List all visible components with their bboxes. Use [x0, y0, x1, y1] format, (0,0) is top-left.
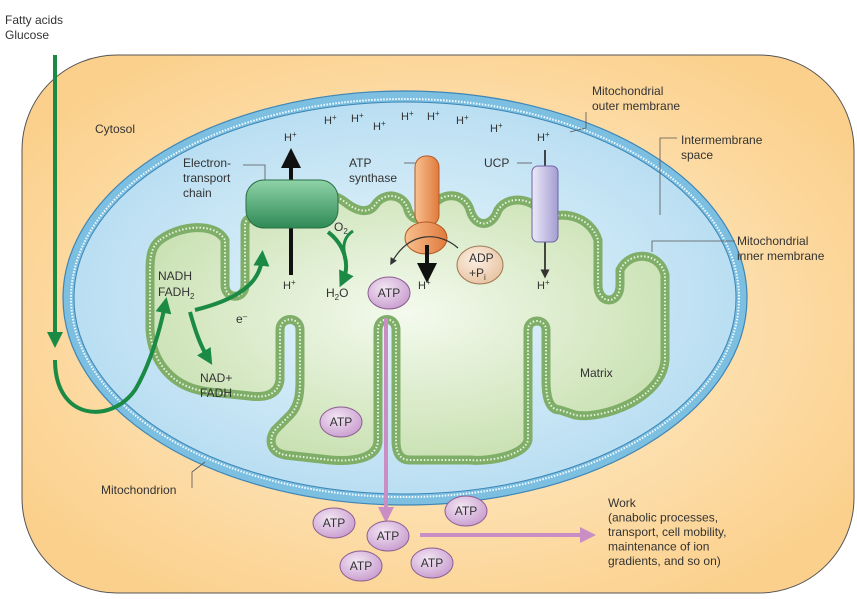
matrix-label: Matrix	[580, 366, 613, 380]
oxygen-hook	[342, 229, 354, 256]
uncoupling-protein	[531, 165, 559, 243]
work-label: Work (anabolic processes, transport, cel…	[608, 496, 730, 568]
atp-label: ATP	[350, 559, 372, 573]
mitochondrion-label: Mitochondrion	[101, 483, 176, 497]
atp-molecule-matrix: ATP	[319, 406, 363, 438]
inputs-label: Fatty acids Glucose	[5, 13, 66, 42]
adp-label: ADP	[469, 251, 494, 265]
atp-synthase-label: ATP synthase	[349, 156, 397, 185]
cytosol-label: Cytosol	[95, 122, 135, 136]
proton-label: H+	[537, 278, 550, 292]
inner-membrane-label: Mitochondrial inner membrane	[737, 234, 825, 263]
atp-synthase-stalk	[414, 155, 440, 227]
adp-to-atp-arrow	[390, 236, 459, 266]
mitochondrion-leader	[191, 461, 206, 488]
proton-label: H+	[456, 113, 469, 127]
electron-label: e–	[236, 312, 248, 326]
atp-molecule-cytosol-3: ATP	[444, 495, 488, 527]
atp-label: ATP	[421, 556, 443, 570]
etc-label: Electron- transport chain	[183, 156, 234, 200]
fuel-to-nadh-arrow	[53, 297, 172, 414]
proton-label: H+	[373, 119, 386, 133]
proton-label: H+	[284, 130, 297, 144]
pi-label: +Pi	[469, 266, 486, 282]
atp-molecule-cytosol-5: ATP	[410, 547, 454, 579]
proton-label: H+	[490, 121, 503, 135]
atp-molecule-cytosol-1: ATP	[312, 507, 356, 539]
intermembrane-leader	[659, 137, 677, 215]
proton-label: H+	[401, 109, 414, 123]
proton-label: H+	[537, 130, 550, 144]
inner-membrane-leader	[651, 240, 735, 252]
water-label: H2O	[326, 286, 348, 302]
nad-label: NAD+	[200, 371, 232, 385]
oxygen-to-water-arrow	[326, 230, 354, 288]
nadh-label: NADH	[158, 269, 192, 283]
oxygen-label: O2	[334, 220, 348, 236]
etc-leader	[243, 164, 266, 180]
proton-label: H+	[283, 278, 296, 292]
proton-label: H+	[324, 113, 337, 127]
electron-transport-chain	[245, 179, 339, 229]
outer-membrane-leader	[569, 112, 587, 133]
atp-label: ATP	[330, 415, 352, 429]
ucp-label: UCP	[484, 156, 509, 170]
proton-label: H+	[351, 111, 364, 125]
outer-membrane-inner-edge	[70, 98, 740, 498]
atp-molecule-cytosol-4: ATP	[339, 550, 383, 582]
atp-label: ATP	[455, 504, 477, 518]
proton-label: H+	[418, 278, 431, 292]
proton-labels-matrix: H+ H+ H+	[283, 278, 550, 292]
atp-label: ATP	[377, 529, 399, 543]
nadh-to-nad-arrow	[188, 311, 213, 365]
atp-molecule-cytosol-2: ATP	[366, 520, 410, 552]
proton-labels-intermembrane: H+ H+ H+ H+ H+ H+ H+ H+ H+	[284, 109, 550, 144]
intermembrane-label: Intermembrane space	[681, 133, 766, 162]
adp-molecule	[456, 245, 504, 285]
atp-molecule-synthase: ATP	[367, 276, 411, 310]
outer-membrane-label: Mitochondrial outer membrane	[592, 84, 680, 113]
proton-label: H+	[427, 109, 440, 123]
fadh2-label: FADH2	[158, 285, 195, 301]
nadh-to-etc-arrow	[194, 250, 270, 312]
atp-label: ATP	[323, 516, 345, 530]
fadh-label: FADH	[200, 386, 232, 400]
atp-label: ATP	[378, 286, 400, 300]
inner-membrane-dots	[149, 192, 666, 462]
